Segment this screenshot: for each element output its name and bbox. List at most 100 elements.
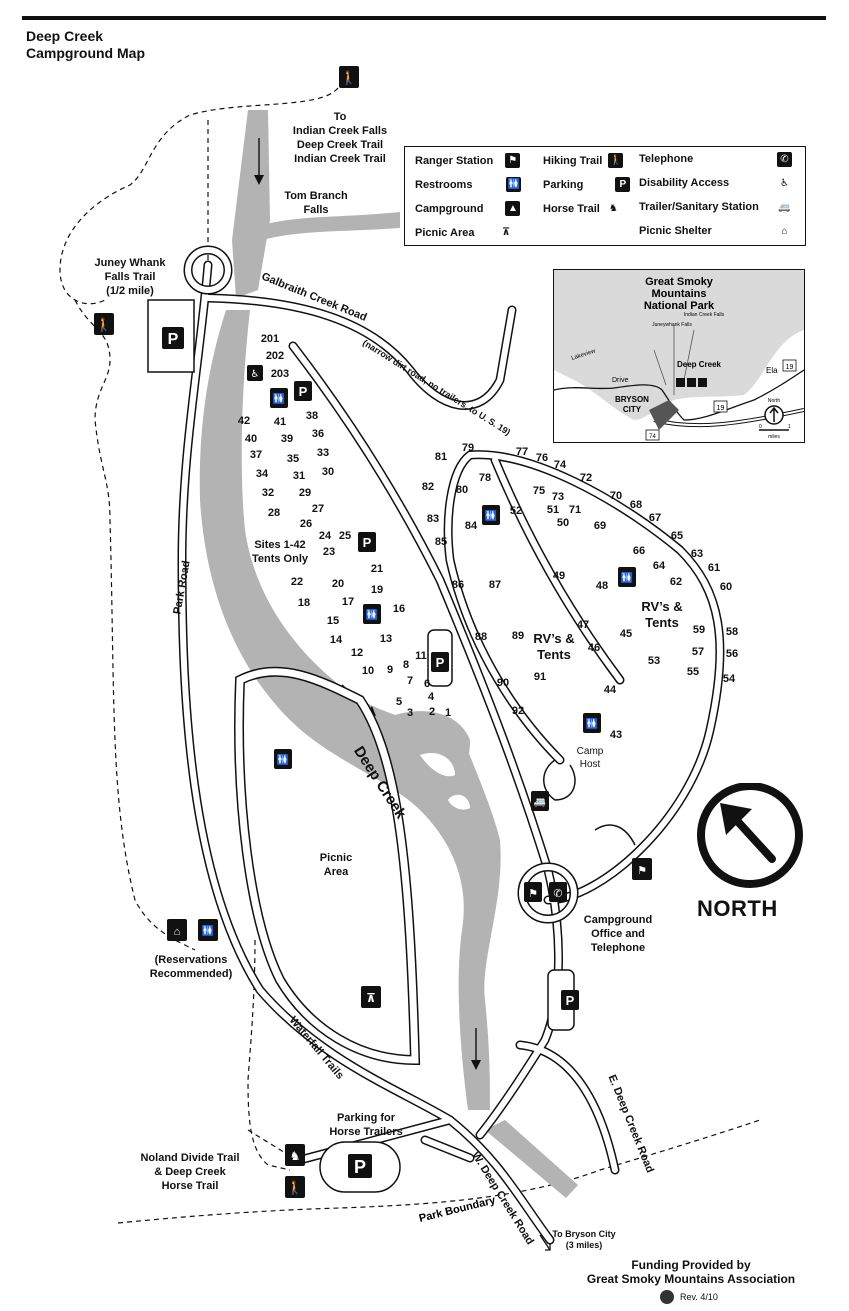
parking-icon[interactable]: P: [431, 652, 449, 672]
legend-telephone-label: Telephone: [639, 153, 694, 165]
hiking-icon[interactable]: 🚶: [285, 1176, 305, 1198]
campsite-number: 17: [342, 596, 354, 608]
office-circle-inner: [519, 864, 577, 922]
legend-ranger-station-label: Ranger Station: [415, 154, 494, 167]
horse-parking-label: Parking for: [337, 1112, 396, 1124]
inset-drive-label: Drive: [612, 377, 628, 384]
horse-trail-icon[interactable]: ♞: [285, 1144, 305, 1166]
rv-tents-label-2: Tents: [537, 647, 571, 662]
to-bryson-distance-label: (3 miles): [566, 1240, 603, 1250]
campsite-number: 79: [462, 442, 474, 454]
locator-inset-map[interactable]: Great Smoky Mountains National Park June…: [553, 269, 805, 443]
restrooms-icon[interactable]: 🚻: [482, 505, 500, 525]
route-shield: [782, 359, 797, 372]
telephone-icon[interactable]: ✆: [549, 882, 567, 902]
campsite-number: 201: [261, 333, 279, 345]
campsite-number: 70: [610, 490, 622, 502]
legend-restrooms-label: Restrooms: [415, 178, 473, 191]
campsite-number: 20: [332, 578, 344, 590]
hiking-icon[interactable]: 🚶: [339, 66, 359, 88]
hiking-icon[interactable]: 🚶: [94, 313, 114, 335]
campsite-number: 30: [322, 466, 334, 478]
campsite-number: 31: [293, 470, 305, 482]
funding-credit: Funding Provided by Great Smoky Mountain…: [560, 1258, 822, 1286]
restrooms-icon[interactable]: 🚻: [618, 567, 636, 587]
parking-icon[interactable]: P: [358, 532, 376, 552]
restrooms-icon[interactable]: 🚻: [198, 919, 218, 941]
campsite-number: 73: [552, 491, 564, 503]
inset-indian-creek-label: Indian Creek Falls: [684, 312, 725, 318]
campsite-number: 62: [670, 576, 682, 588]
campsite-number: 11: [415, 650, 427, 662]
svg-text:🚶: 🚶: [287, 1180, 303, 1195]
parking-icon[interactable]: P: [561, 990, 579, 1010]
ranger-station-icon[interactable]: ⚑: [524, 882, 542, 902]
inset-ela-label: Ela: [766, 366, 778, 375]
parking-icon[interactable]: P: [162, 327, 184, 349]
inset-route-19a: 19: [786, 364, 794, 371]
telephone-icon: ✆: [777, 152, 792, 167]
svg-text:⚑: ⚑: [528, 888, 538, 900]
campsite-number: 23: [323, 546, 335, 558]
campsite-number: 78: [479, 472, 491, 484]
disability-icon[interactable]: ♿: [247, 365, 263, 381]
campsite-number: 24: [319, 530, 332, 542]
campsite-number: 18: [298, 597, 310, 609]
svg-text:⌂: ⌂: [174, 926, 181, 938]
parking-icon[interactable]: P: [294, 381, 312, 401]
legend-ranger-station: Ranger Station ⚑: [415, 153, 521, 168]
svg-text:P: P: [566, 993, 575, 1008]
campsite-number: 8: [403, 659, 409, 671]
svg-text:🚶: 🚶: [341, 70, 357, 85]
campsite-number: 19: [371, 584, 383, 596]
map-title: Deep Creek Campground Map: [26, 28, 145, 62]
campsite-number: 49: [553, 570, 565, 582]
campsite-number: 72: [580, 472, 592, 484]
legend-campground: Campground ▲: [415, 201, 521, 216]
svg-text:🚻: 🚻: [485, 509, 497, 522]
restrooms-icon[interactable]: 🚻: [270, 388, 288, 408]
svg-text:🚻: 🚻: [366, 608, 378, 621]
juney-distance-label: (1/2 mile): [106, 285, 154, 297]
campsite-number: 55: [687, 666, 699, 678]
campsite-number: 16: [393, 603, 405, 615]
parking-icon[interactable]: P: [348, 1154, 372, 1178]
campsite-number: 14: [330, 634, 343, 646]
restrooms-icon[interactable]: 🚻: [274, 749, 292, 769]
campsite-number: 84: [465, 520, 478, 532]
funding-line1: Funding Provided by: [631, 1258, 751, 1272]
north-arrow: [697, 783, 803, 888]
camp-host-label: Camp: [577, 746, 604, 757]
rv-tents-label: RV’s &: [533, 631, 574, 646]
svg-text:⊼: ⊼: [366, 991, 376, 1005]
map-title-line2: Campground Map: [26, 45, 145, 61]
arrow-head-icon: [720, 803, 752, 835]
campsite-number: 87: [489, 579, 501, 591]
campsite-number: 43: [610, 729, 622, 741]
campsite-number: 57: [692, 646, 704, 658]
campsite-number: 9: [387, 664, 393, 676]
ranger-station-icon[interactable]: ⚑: [632, 858, 652, 880]
restrooms-icon[interactable]: 🚻: [363, 604, 381, 624]
campsite-number: 34: [256, 468, 269, 480]
map-title-line1: Deep Creek: [26, 28, 104, 44]
campsite-number: 32: [262, 487, 274, 499]
campsite-number: 92: [512, 705, 524, 717]
svg-text:🚻: 🚻: [621, 571, 633, 584]
campsite-number: 26: [300, 518, 312, 530]
campsite-number: 89: [512, 630, 524, 642]
campsite-number: 52: [510, 505, 522, 517]
campsite-number: 77: [516, 446, 528, 458]
inset-route-74: 74: [649, 434, 656, 440]
campsite-number: 22: [291, 576, 303, 588]
picnic-shelter-icon[interactable]: ⌂: [167, 919, 187, 941]
legend-horse-trail: Horse Trail ♞: [543, 201, 621, 216]
campsite-number: 36: [312, 428, 324, 440]
picnic-area-icon[interactable]: ⊼: [361, 986, 381, 1008]
horse-trail-icon: ♞: [605, 201, 621, 216]
restrooms-icon[interactable]: 🚻: [583, 713, 601, 733]
svg-text:🚐: 🚐: [534, 797, 546, 808]
campsite-number: 13: [380, 633, 392, 645]
trailer-station-icon[interactable]: 🚐: [531, 791, 549, 811]
